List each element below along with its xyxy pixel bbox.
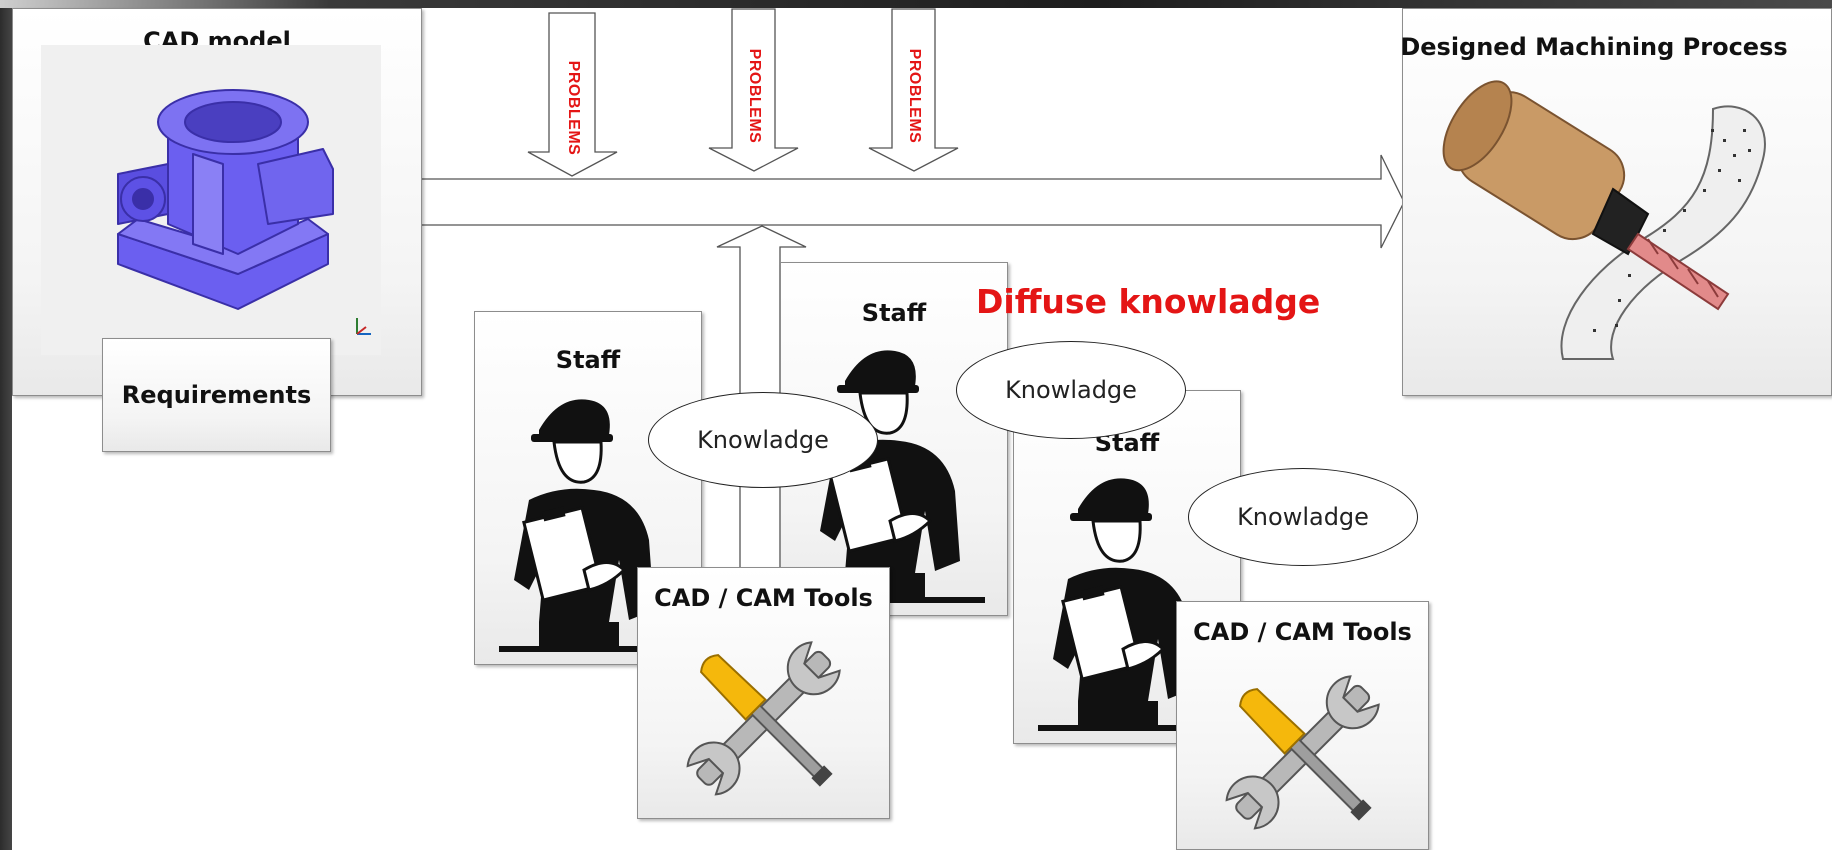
problems-arrow-1 [527, 12, 618, 177]
staff-card-3: Staff [1013, 390, 1241, 744]
top-dark-strip [0, 0, 1832, 8]
worker-icon [499, 399, 679, 652]
cad-cam-tools-card-1: CAD / CAM Tools [637, 567, 890, 819]
problems-label-1: PROBLEMS [565, 60, 582, 156]
cad-cam-tools-title-2: CAD / CAM Tools [1193, 618, 1412, 646]
cad-cam-tools-card-2: CAD / CAM Tools [1176, 601, 1429, 850]
machining-process-title: Designed Machining Process [1400, 33, 1788, 61]
worker-icon [1038, 478, 1218, 731]
problems-arrow-3 [868, 8, 959, 172]
requirements-card: Requirements [102, 338, 331, 452]
problems-arrow-2 [708, 8, 799, 172]
tools-icon [1225, 675, 1380, 830]
machining-process-card: Designed Machining Process [1400, 8, 1832, 396]
cad-part-icon [117, 89, 334, 310]
knowledge-label-3: Knowladge [1237, 503, 1369, 531]
worker-icon [805, 350, 985, 603]
staff-title-2: Staff [861, 299, 927, 327]
problems-label-3: PROBLEMS [906, 48, 923, 144]
staff-card-2: Staff [780, 262, 1008, 616]
problems-label-2: PROBLEMS [746, 48, 763, 144]
diffuse-knowledge-label: Diffuse knowladge [976, 282, 1321, 321]
knowledge-bubble-3: Knowladge [1188, 468, 1418, 566]
machining-icon [1442, 80, 1766, 360]
cad-model-card: CAD model [12, 8, 422, 396]
knowledge-label-1: Knowladge [697, 426, 829, 454]
axis-triad-icon [356, 318, 371, 335]
staff-title-1: Staff [555, 346, 621, 374]
cad-cam-tools-title-1: CAD / CAM Tools [654, 584, 873, 612]
tools-icon [686, 641, 841, 796]
knowledge-label-2: Knowladge [1005, 376, 1137, 404]
knowledge-bubble-2: Knowladge [956, 341, 1186, 439]
staff-card-1: Staff [474, 311, 702, 665]
requirements-label: Requirements [121, 381, 312, 409]
knowledge-bubble-1: Knowladge [648, 392, 878, 488]
